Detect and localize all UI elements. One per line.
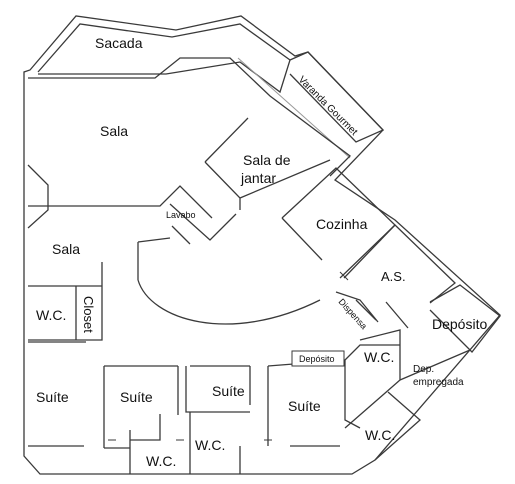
label-deposito-right: Depósito (432, 316, 487, 332)
wall-lines (23, 15, 501, 475)
dep-empregada-wall (374, 349, 471, 461)
deposito-wall (429, 284, 501, 353)
label-closet: Closet (81, 296, 96, 333)
label-suite-3: Suíte (212, 383, 245, 399)
suite-dividers (103, 366, 269, 474)
label-wc-left: W.C. (36, 307, 66, 323)
sacada-wall (37, 23, 291, 94)
label-varanda-gourmet: Varanda Gourmet (296, 74, 360, 138)
deposito-box-wall (344, 344, 400, 429)
label-suite-4: Suíte (288, 398, 321, 414)
curved-wall (137, 237, 321, 325)
label-sacada: Sacada (95, 35, 143, 51)
left-column-wall (28, 262, 103, 341)
outer-wall (23, 15, 501, 475)
sala-bottom-wall (28, 185, 213, 219)
cozinha-wall (281, 167, 396, 279)
label-deposito-box: Depósito (299, 354, 335, 364)
label-sala-jantar-2: jantar (240, 170, 276, 186)
label-lavabo: Lavabo (166, 210, 196, 220)
varanda-wall (289, 51, 385, 143)
label-wc-center-right: W.C. (364, 349, 394, 365)
deposito-box (291, 350, 345, 367)
sala-top-wall (28, 57, 351, 177)
door-marks (108, 271, 349, 441)
suite-bottom-walls (28, 414, 340, 474)
label-dep-empregada-1: Dep. (413, 364, 434, 375)
label-dispensa: Dispensa (337, 297, 370, 332)
label-as: A.S. (381, 269, 406, 284)
label-suite-2: Suíte (120, 389, 153, 405)
label-dep-empregada-2: empregada (413, 377, 464, 388)
label-sala-main: Sala (100, 123, 128, 139)
wc-center-right-wall (344, 329, 401, 429)
sala-left-wall (27, 164, 49, 229)
as-wall (343, 224, 456, 304)
dispensa-wall (335, 291, 409, 329)
wc-left-wall (28, 286, 86, 343)
label-sala-small: Sala (52, 241, 80, 257)
label-suite-1: Suíte (36, 389, 69, 405)
label-wc-bottom-2: W.C. (195, 437, 225, 453)
jantar-wall (204, 117, 331, 210)
label-sala-jantar-1: Sala de (243, 152, 291, 168)
label-cozinha: Cozinha (316, 216, 368, 232)
lavabo-wall (169, 203, 237, 245)
label-wc-bottom-1: W.C. (146, 453, 176, 469)
label-wc-bottom-right: W.C. (365, 427, 395, 443)
